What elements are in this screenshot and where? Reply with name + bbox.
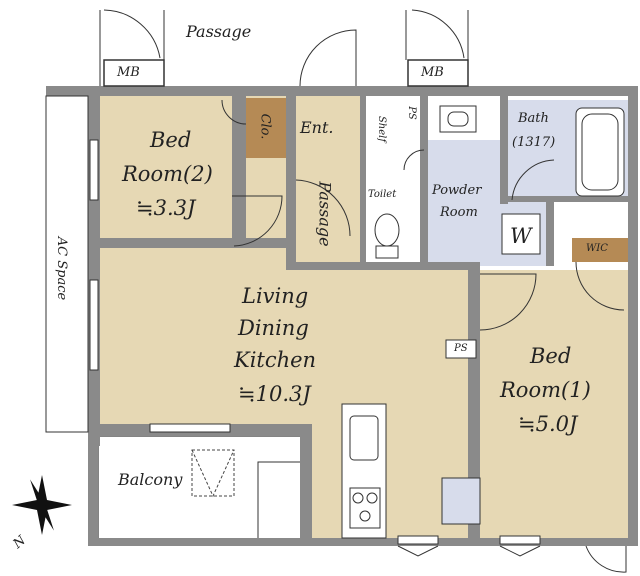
entrance-floor: [294, 95, 362, 173]
entrance-label: Ent.: [300, 118, 334, 137]
passage-inner-label: Passage: [315, 181, 335, 247]
entrance-door-swing: [299, 29, 357, 87]
ps-mid-box: [445, 339, 477, 359]
fridge-space: [441, 477, 481, 525]
balcony-hatch-v: [191, 449, 235, 498]
washer-space: [501, 213, 541, 255]
balcony-label: Balcony: [118, 470, 183, 489]
closet-clo: [246, 98, 286, 158]
ac-space-label: AC Space: [54, 236, 70, 301]
bath-label-2: (1317): [512, 135, 556, 150]
bathtub: [575, 107, 625, 197]
powder-room-label-2: Room: [440, 205, 478, 220]
powder-room-label-1: Powder: [432, 183, 482, 198]
closet-label: Clo.: [257, 113, 273, 140]
bedroom-2-label-2: Room(2): [122, 162, 213, 186]
ldk-area: ≒10.3J: [238, 382, 311, 406]
bedroom-2-area: ≒3.3J: [136, 196, 196, 220]
bedroom-1-area: ≒5.0J: [518, 412, 578, 436]
toilet-bowl: [374, 213, 400, 247]
sink-powder: [439, 105, 477, 133]
ldk-label-1: Living: [242, 284, 309, 308]
passage-top-label: Passage: [186, 22, 252, 41]
mb-left-label: MB: [117, 65, 140, 80]
bedroom-1-floor: [478, 270, 628, 540]
bedroom-1-label-2: Room(1): [500, 378, 591, 402]
balcony-hatch: [191, 449, 235, 497]
mb-right-box: [407, 59, 469, 87]
ps-mid-label: PS: [454, 343, 468, 354]
bedroom-2-label-1: Bed: [150, 128, 192, 152]
washer-label: W: [510, 224, 532, 248]
ldk-label-3: Kitchen: [234, 348, 317, 372]
ldk-label-2: Dining: [238, 316, 309, 340]
shelf-label: Shelf: [376, 115, 388, 143]
ac-space: [45, 95, 89, 433]
compass-rose: [12, 475, 72, 535]
ldk-floor: [98, 245, 478, 425]
mb-left-box: [103, 59, 165, 87]
passage-floor: [294, 173, 362, 266]
bedroom-1-label-1: Bed: [530, 344, 572, 368]
toilet-tank: [375, 245, 399, 259]
kitchen-sink: [349, 415, 379, 461]
ps-top-label: PS: [405, 106, 417, 120]
bath-label-1: Bath: [518, 111, 549, 126]
mb-right-label: MB: [421, 65, 444, 80]
toilet-label: Toilet: [368, 189, 397, 200]
closet-wic: [572, 238, 628, 262]
wic-label: WIC: [586, 243, 608, 254]
